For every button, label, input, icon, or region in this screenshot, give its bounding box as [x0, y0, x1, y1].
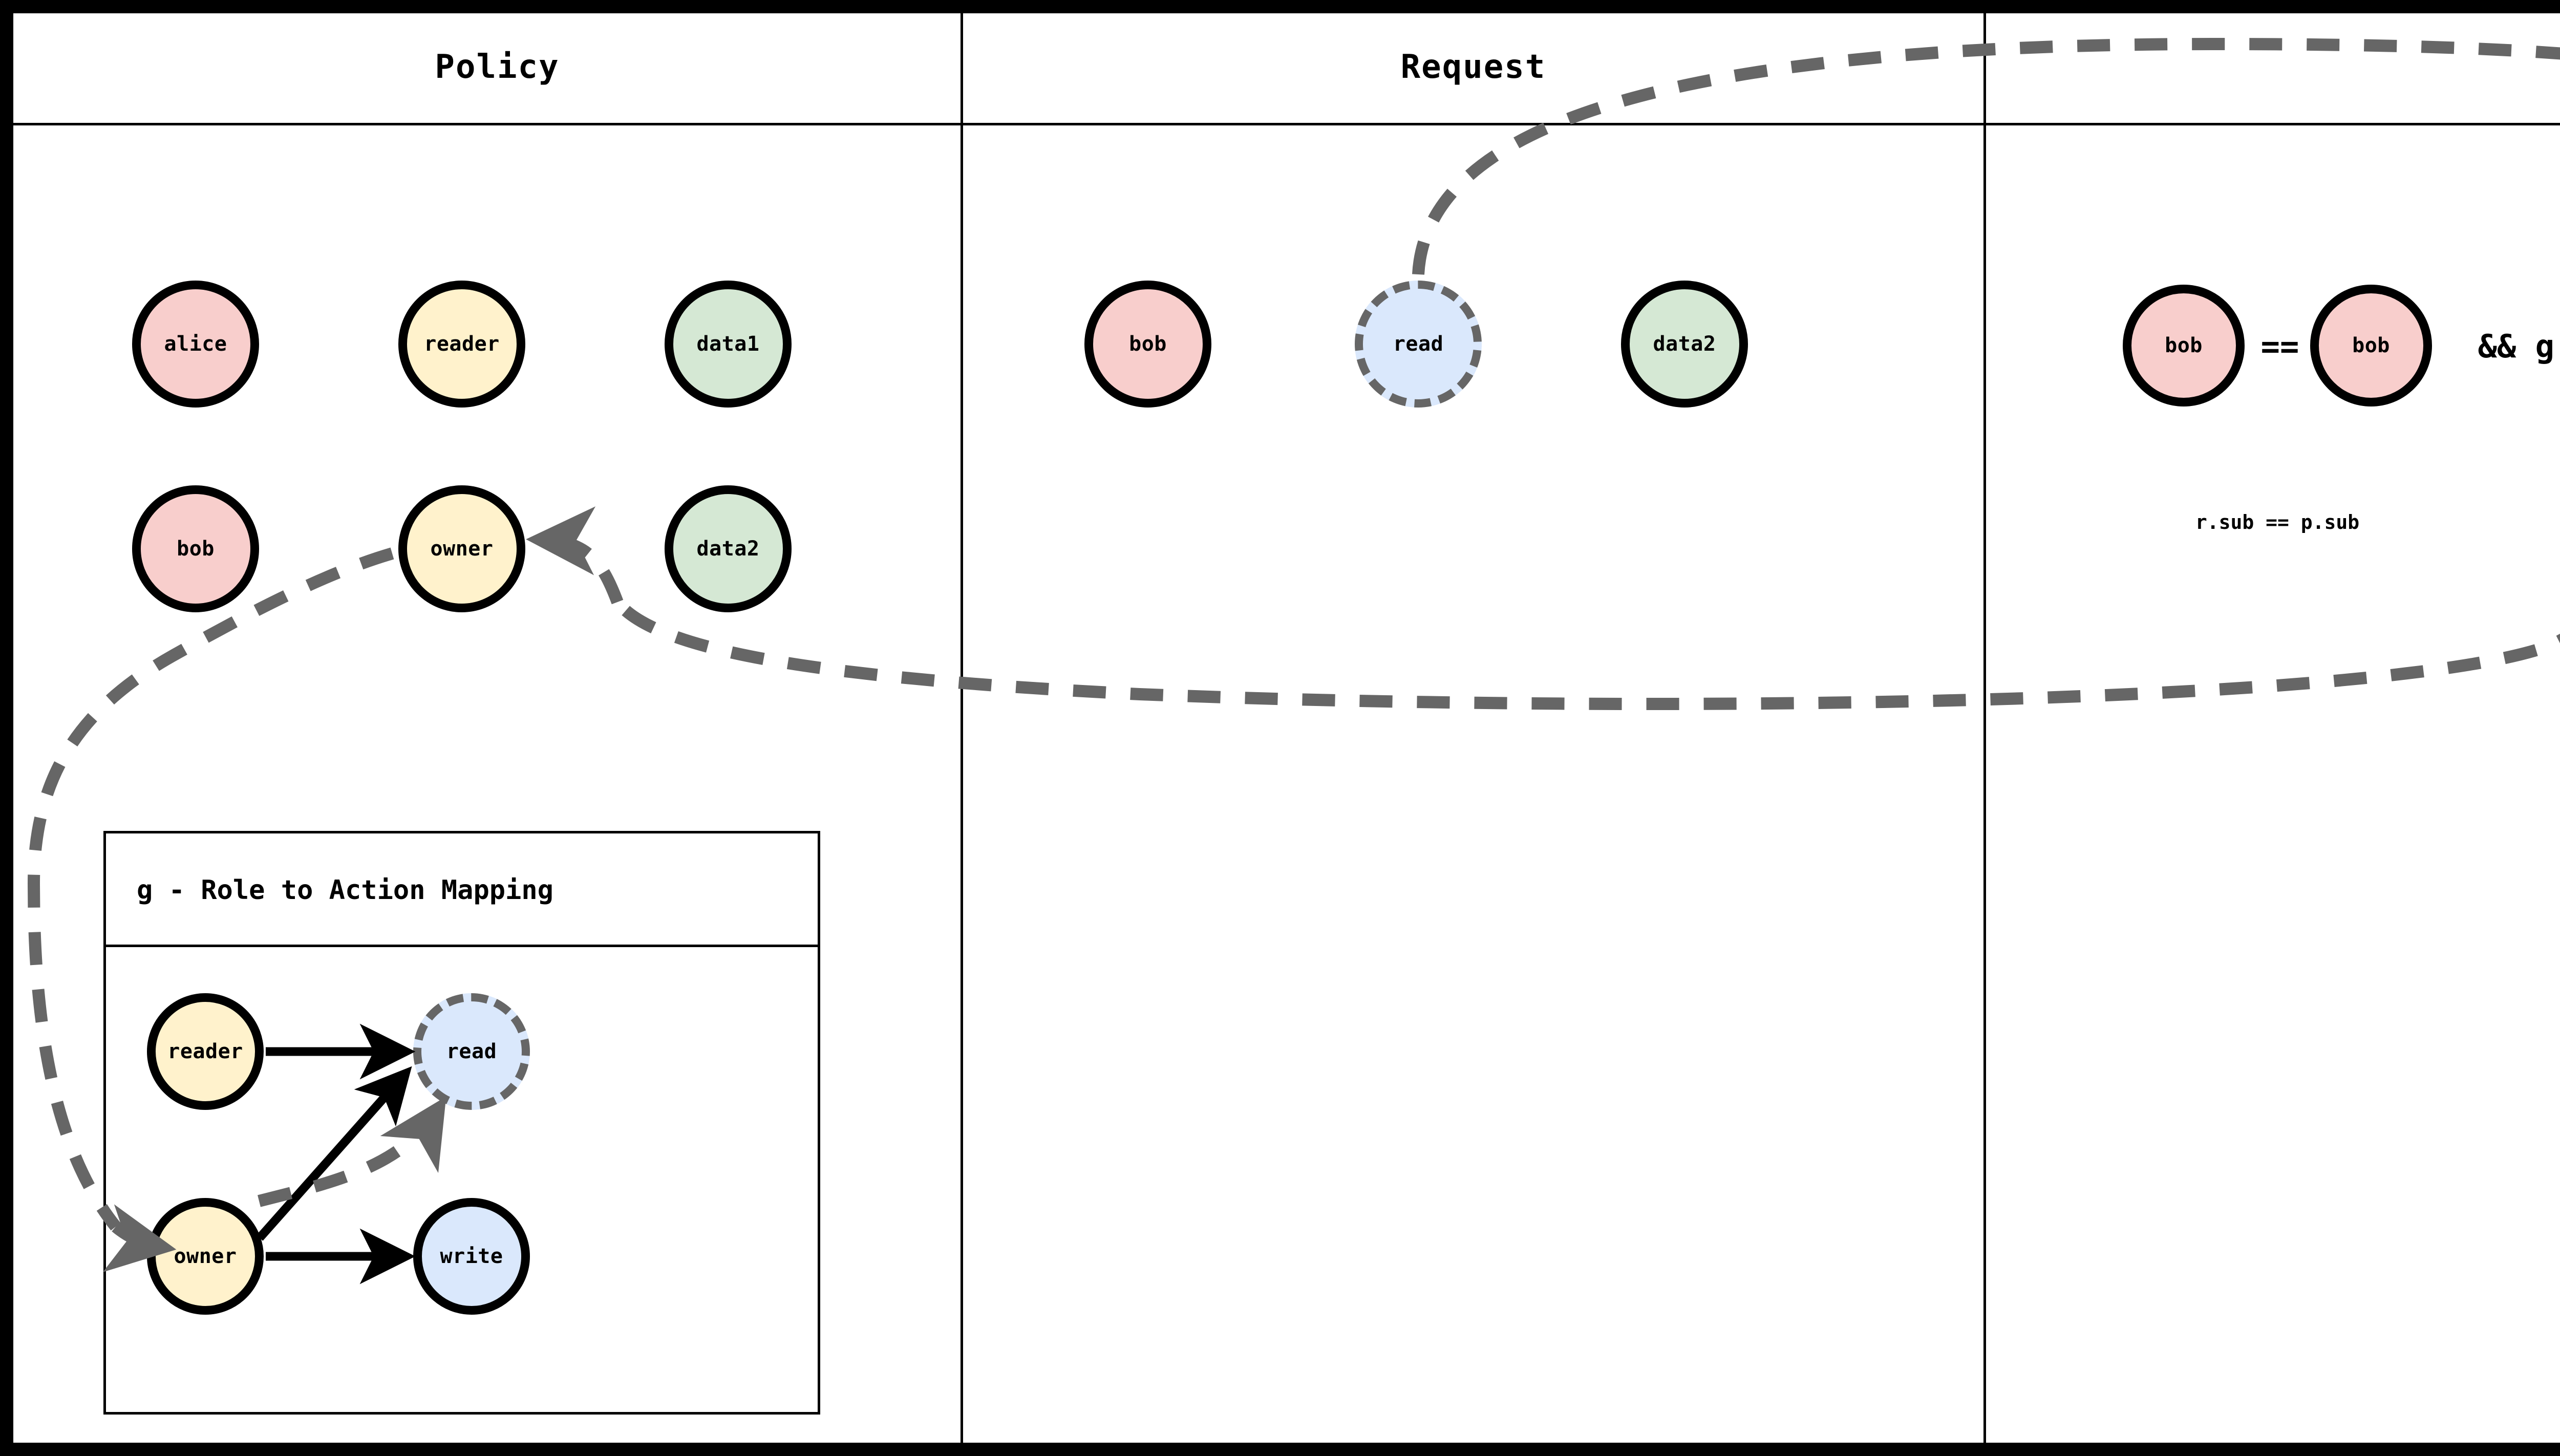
policy-node-data1[interactable]: data1 [665, 281, 792, 408]
policy-node-reader-label: reader [424, 332, 500, 356]
request-node-bob-label: bob [1129, 332, 1167, 356]
policy-node-owner[interactable]: owner [398, 485, 525, 612]
column-divider-1 [961, 13, 963, 1443]
trace-edge-matching-owner-channel [612, 598, 2560, 710]
header-separator [13, 123, 2560, 125]
matching-caption-sub: r.sub == p.sub [2195, 511, 2360, 533]
column-header-request: Request [1400, 48, 1546, 86]
trace-edge-to-policy-owner [526, 506, 624, 605]
g-node-owner-label: owner [174, 1245, 237, 1268]
g-node-read-label: read [446, 1040, 497, 1063]
policy-node-data2-label: data2 [696, 537, 760, 561]
column-header-matching: Matching [1986, 34, 2560, 100]
policy-node-bob[interactable]: bob [132, 485, 259, 612]
matching-node-r-sub[interactable]: bob [2123, 285, 2245, 406]
g-edge-owner-read [256, 1066, 412, 1241]
request-node-bob[interactable]: bob [1084, 281, 1211, 408]
policy-node-data1-label: data1 [696, 332, 760, 356]
policy-node-alice-label: alice [164, 332, 227, 356]
g-subgraph-container: g - Role to Action Mapping reader read o… [103, 831, 820, 1415]
diagram-canvas: Policy Request Matching alice reader dat… [13, 13, 2560, 1443]
policy-node-bob-label: bob [177, 537, 215, 561]
matching-op-and-g: && g( [2478, 327, 2560, 365]
request-node-data2[interactable]: data2 [1621, 281, 1748, 408]
column-header-policy: Policy [435, 48, 560, 86]
request-node-data2-label: data2 [1653, 332, 1716, 356]
matching-op-eq-1: == [2260, 327, 2299, 365]
column-divider-2 [1983, 13, 1986, 1443]
g-subgraph-edges [256, 1023, 416, 1284]
request-node-read[interactable]: read [1355, 281, 1482, 408]
g-node-write-label: write [440, 1245, 503, 1268]
matching-node-p-sub-label: bob [2352, 334, 2390, 357]
request-node-read-label: read [1393, 332, 1444, 356]
policy-node-alice[interactable]: alice [132, 281, 259, 408]
policy-node-owner-label: owner [430, 537, 494, 561]
policy-node-data2[interactable]: data2 [665, 485, 792, 612]
policy-node-reader[interactable]: reader [398, 281, 525, 408]
matching-node-p-sub[interactable]: bob [2310, 285, 2432, 406]
matching-node-r-sub-label: bob [2165, 334, 2203, 357]
